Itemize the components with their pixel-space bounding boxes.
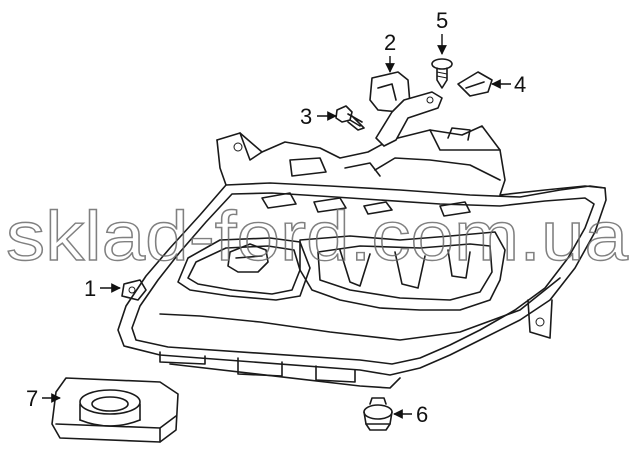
callout-6: 6 <box>416 402 428 427</box>
callout-1: 1 <box>84 276 96 301</box>
clip-nut-4 <box>457 71 493 97</box>
callout-2: 2 <box>384 30 396 55</box>
callout-7: 7 <box>26 386 38 411</box>
control-module-7 <box>51 377 179 443</box>
callout-3: 3 <box>300 104 312 129</box>
bulb-socket-6 <box>363 397 393 431</box>
headlamp-assembly <box>117 125 607 389</box>
bolt-3 <box>335 105 365 131</box>
watermark-text: sklad-ford.com.ua <box>6 197 628 275</box>
callout-4: 4 <box>514 72 526 97</box>
screw-5 <box>431 58 453 89</box>
callout-5: 5 <box>436 8 448 33</box>
callouts: 1 2 3 4 5 6 7 <box>26 8 526 427</box>
mounting-bracket <box>369 71 443 147</box>
